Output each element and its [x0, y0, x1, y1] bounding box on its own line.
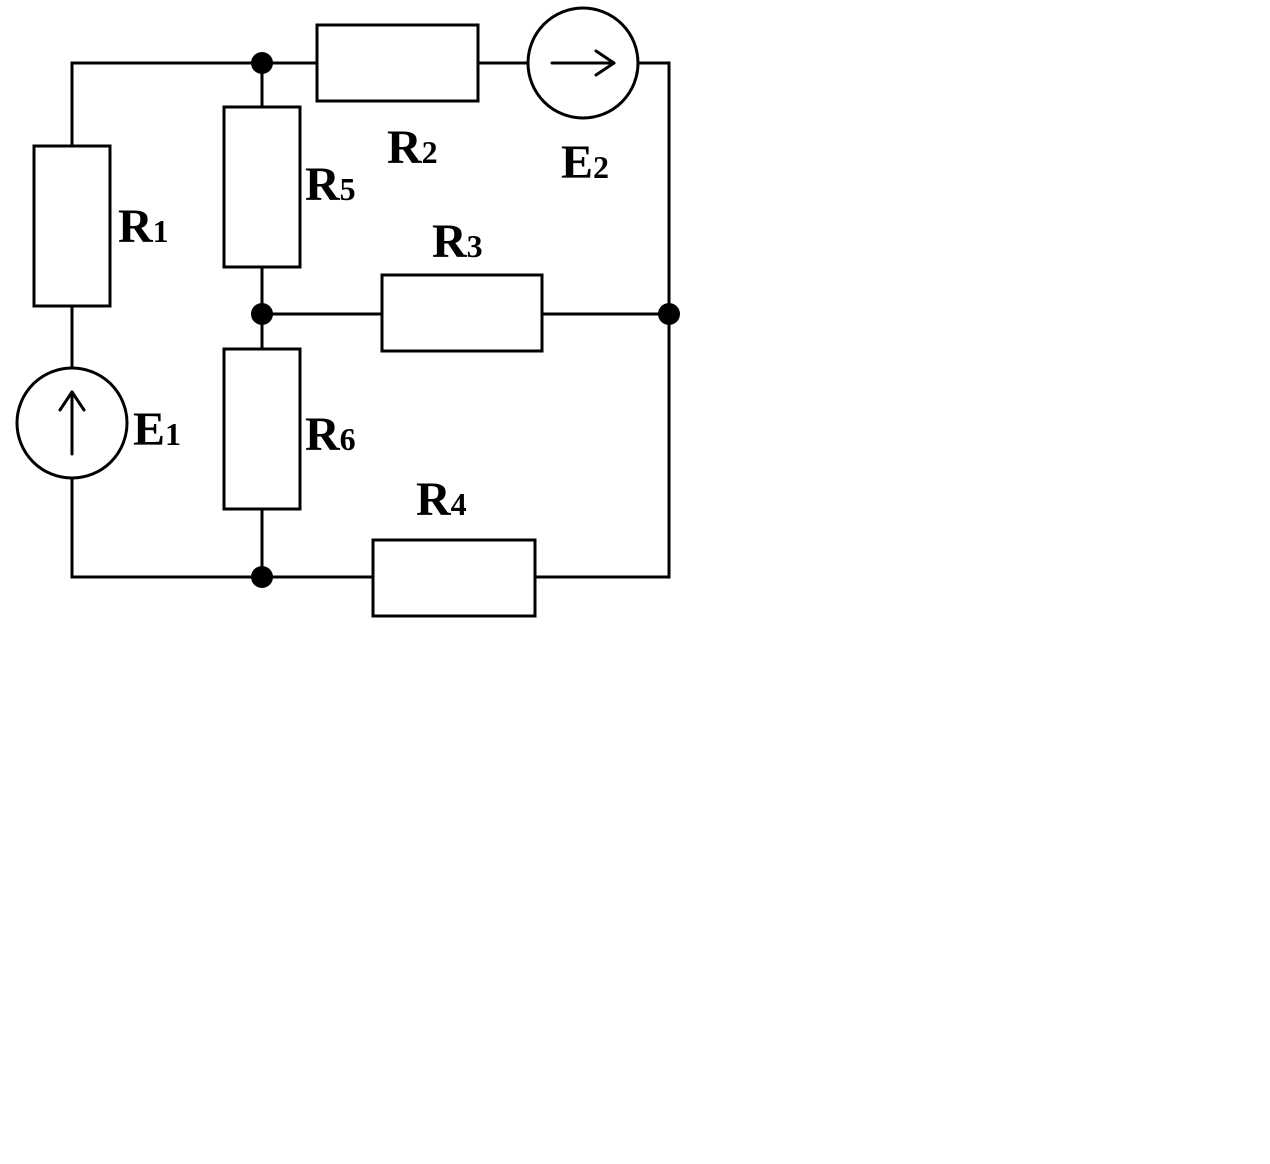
node-bottom — [251, 566, 273, 588]
resistors — [32, 23, 544, 618]
label-r6: R6 — [305, 408, 356, 461]
junction-nodes — [251, 52, 680, 588]
label-e1-sub: 1 — [165, 416, 181, 452]
label-r2-sub: 2 — [422, 134, 438, 170]
label-r6-main: R — [305, 408, 341, 461]
node-right — [658, 303, 680, 325]
label-e2: E2 — [561, 136, 609, 189]
labels: R1 R2 E2 R5 R3 E1 R6 R4 — [118, 121, 609, 526]
label-r5-sub: 5 — [340, 171, 356, 207]
wires — [70, 61, 671, 579]
source-e2 — [526, 6, 640, 120]
resistor-r4 — [371, 538, 537, 618]
resistor-r5 — [222, 105, 302, 269]
label-r6-sub: 6 — [340, 421, 356, 457]
label-r1: R1 — [118, 200, 169, 253]
label-e2-sub: 2 — [593, 149, 609, 185]
label-e1: E1 — [133, 403, 181, 456]
label-e2-main: E — [561, 136, 593, 189]
label-r5: R5 — [305, 158, 356, 211]
label-r3-sub: 3 — [467, 228, 483, 264]
label-r1-sub: 1 — [153, 213, 169, 249]
label-r5-main: R — [305, 158, 341, 211]
resistor-r1 — [32, 144, 112, 308]
label-r2-main: R — [387, 121, 423, 174]
node-middle — [251, 303, 273, 325]
arrow-right-icon — [550, 49, 616, 77]
arrow-up-icon — [58, 390, 86, 456]
label-r4: R4 — [416, 473, 467, 526]
resistor-r2 — [315, 23, 480, 103]
label-e1-main: E — [133, 403, 165, 456]
label-r3-main: R — [432, 215, 468, 268]
label-r2: R2 — [387, 121, 438, 174]
resistor-r3 — [380, 273, 544, 353]
label-r1-main: R — [118, 200, 154, 253]
resistor-r6 — [222, 347, 302, 511]
label-r4-sub: 4 — [451, 486, 467, 522]
label-r3: R3 — [432, 215, 483, 268]
source-e1 — [15, 366, 129, 480]
node-top — [251, 52, 273, 74]
label-r4-main: R — [416, 473, 452, 526]
